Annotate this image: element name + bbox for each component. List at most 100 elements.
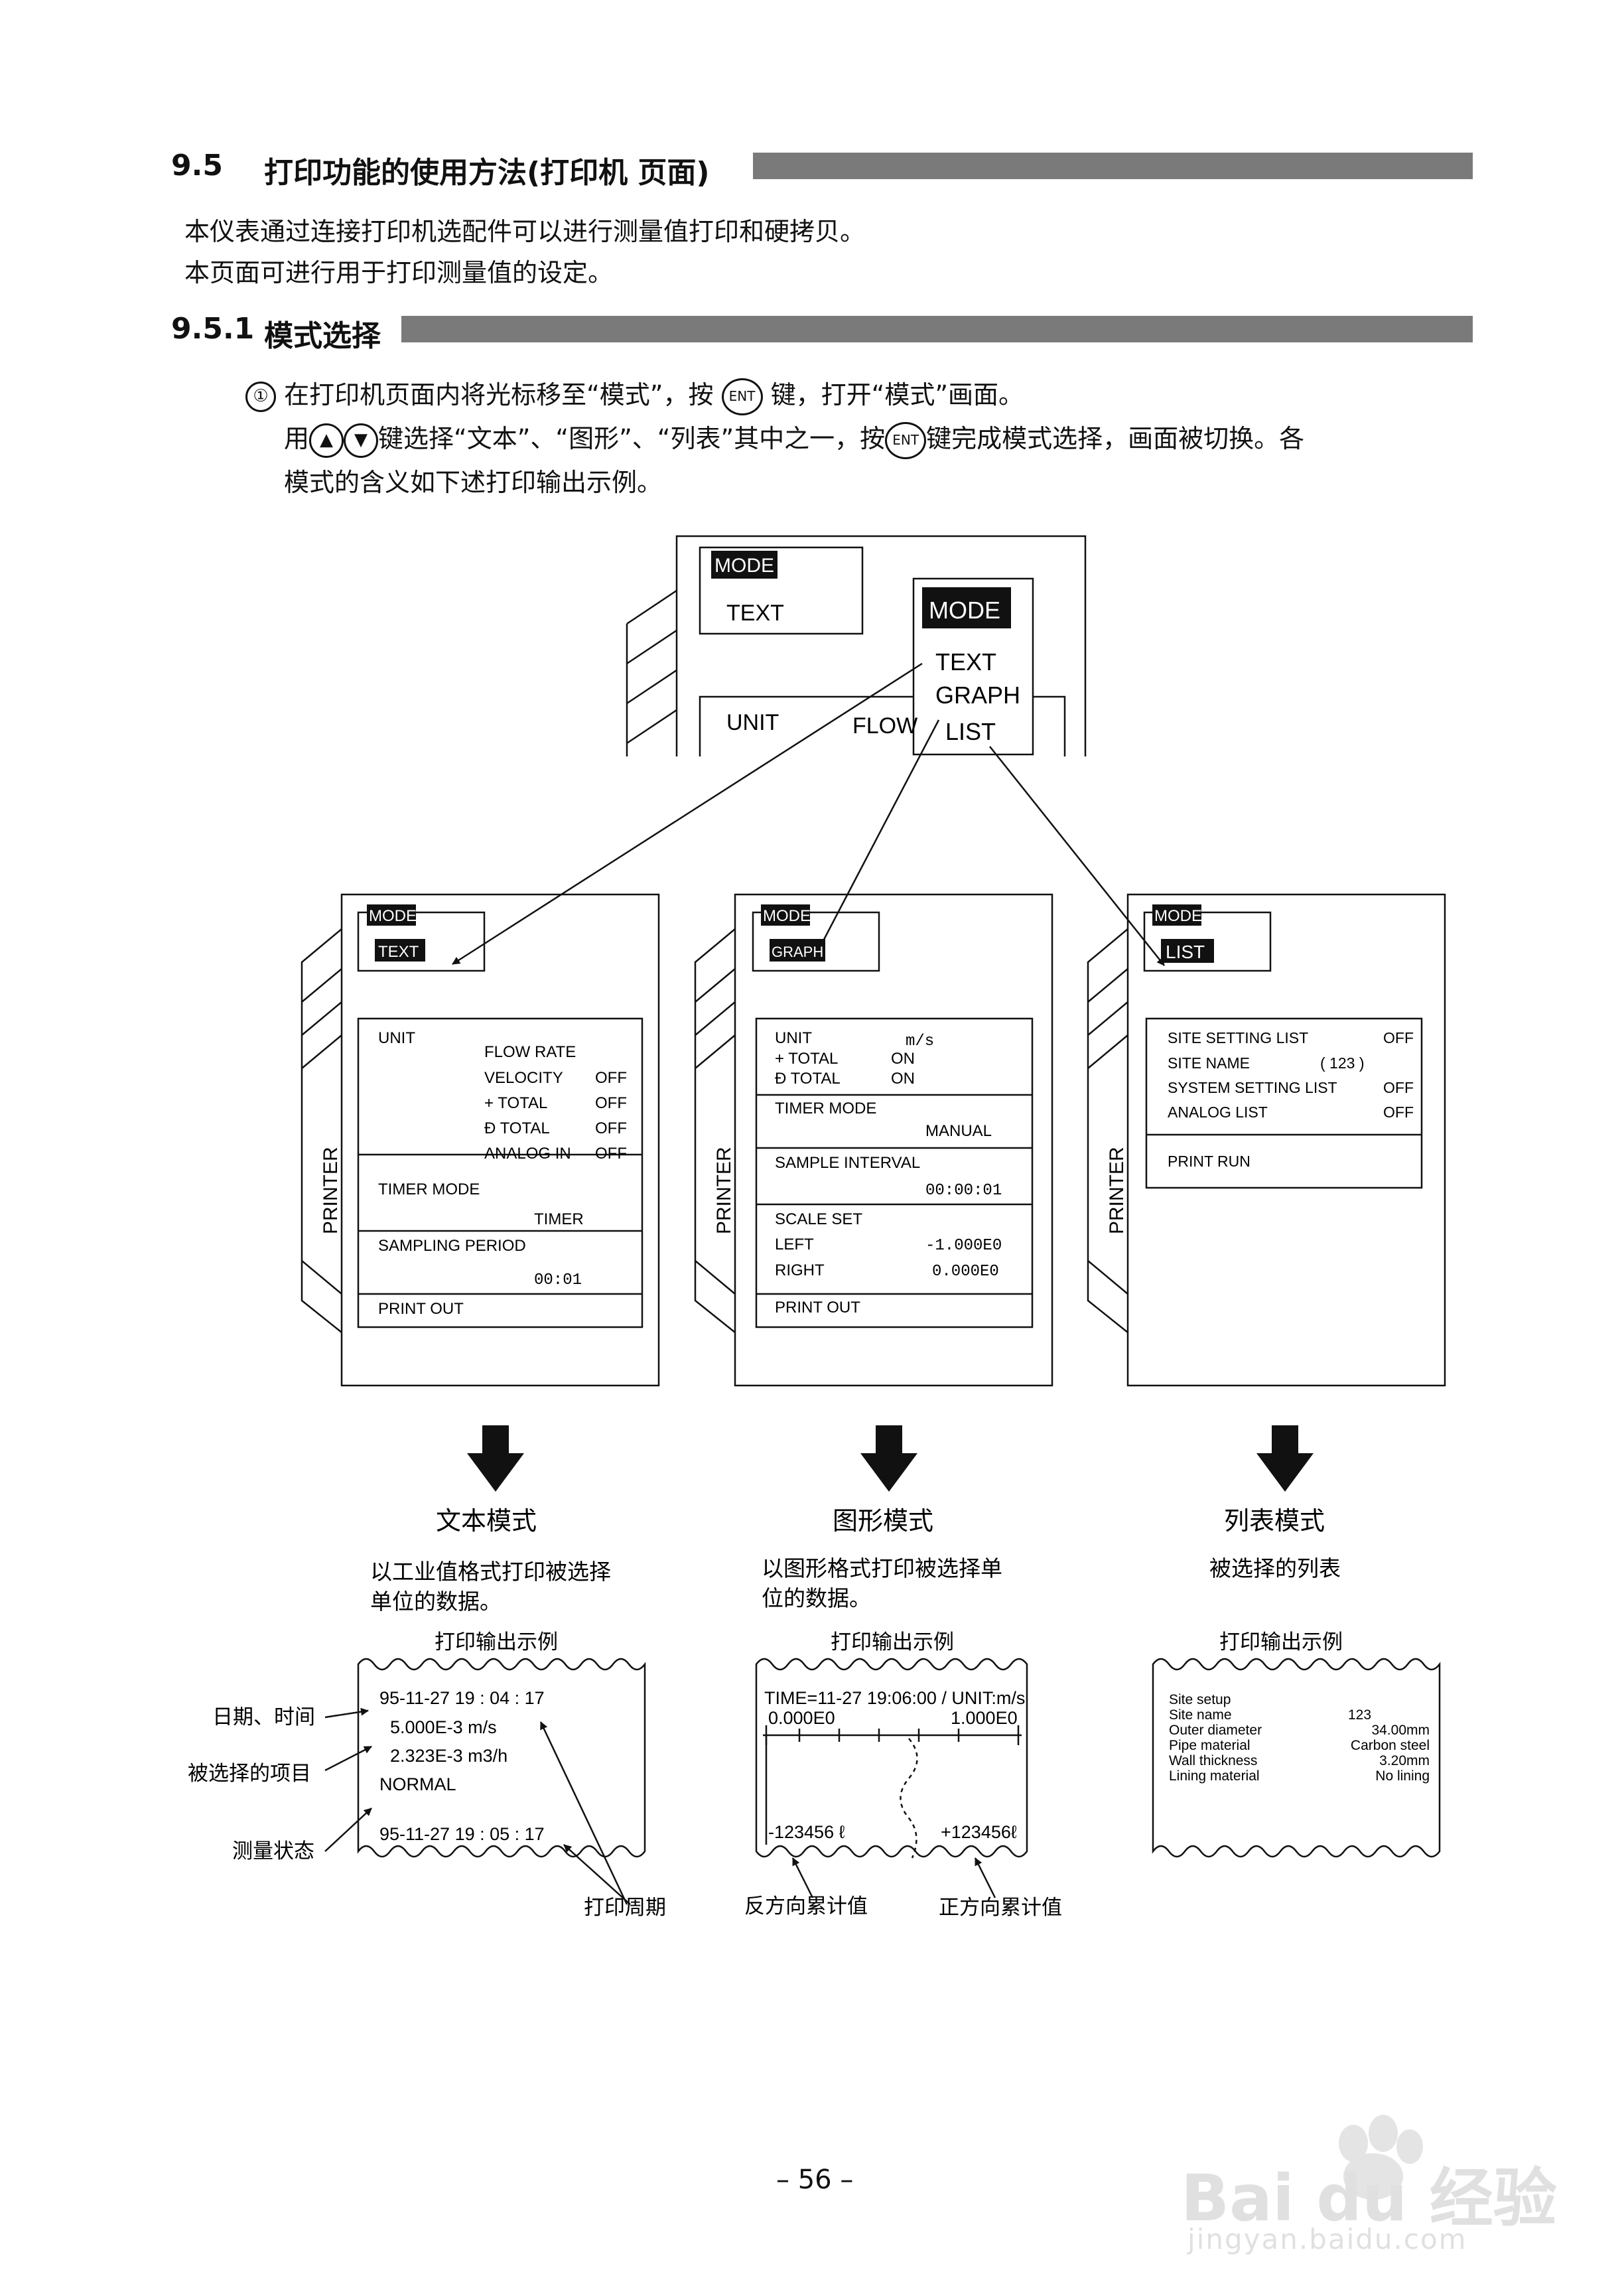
text-row-label: Ð TOTAL <box>484 1119 550 1137</box>
panel-text-mode-label: MODE <box>369 907 417 925</box>
section-title: 打印功能的使用方法(打印机 页面) <box>264 156 710 190</box>
graph-left-value: -1.000E0 <box>925 1237 1002 1255</box>
down-arrow-list <box>1256 1425 1314 1492</box>
panel-graph-tabs <box>694 928 736 1333</box>
text-sample-line: 5.000E-3 m/s <box>390 1717 497 1737</box>
step-text: 键，打开“模式”画面。 <box>770 380 1024 409</box>
graph-sample-right: 1.000E0 <box>951 1708 1018 1728</box>
watermark-brand: Bai du 经验 <box>1181 2161 1557 2236</box>
top-screen-frame <box>675 535 1087 756</box>
panel-text-settings <box>357 1017 643 1328</box>
graph-sample-positive-total: +123456ℓ <box>941 1822 1017 1842</box>
mode-text-title: 文本模式 <box>436 1506 537 1535</box>
text-sample-line: 95-11-27 19 : 04 : 17 <box>379 1688 545 1708</box>
step-text: 键选择“文本”、“图形”、“列表”其中之一，按 <box>378 424 886 453</box>
graph-sample-value: 00:00:01 <box>925 1182 1002 1200</box>
top-mode-value: TEXT <box>726 601 784 626</box>
panel-text-mode-box <box>357 911 486 972</box>
mode-text-desc: 以工业值格式打印被选择 <box>370 1559 611 1585</box>
panel-text-frame <box>340 893 660 1387</box>
text-row-label: + TOTAL <box>484 1094 547 1112</box>
top-mode-label: MODE <box>714 555 774 577</box>
list-sample-label: Outer diameter <box>1169 1723 1262 1738</box>
graph-unit-label: UNIT <box>775 1029 812 1047</box>
text-row-label: VELOCITY <box>484 1069 563 1087</box>
graph-timer-mode: TIMER MODE <box>775 1100 876 1117</box>
panel-graph-mode-label: MODE <box>763 907 811 925</box>
list-row-value: ( 123 ) <box>1320 1054 1364 1072</box>
panel-graph-mode-box <box>752 911 880 972</box>
step-line-1: ① 在打印机页面内将光标移至“模式”，按 ENT 键，打开“模式”画面。 <box>245 374 1024 415</box>
list-row-value: OFF <box>1383 1079 1414 1096</box>
text-print-out: PRINT OUT <box>378 1300 464 1318</box>
mode-graph-sample-caption: 打印输出示例 <box>831 1630 954 1654</box>
graph-total-minus-value: ON <box>891 1070 915 1088</box>
text-row-value: OFF <box>595 1119 627 1137</box>
annotation-selected-items: 被选择的项目 <box>188 1762 311 1786</box>
list-sample-value: 34.00mm <box>1371 1723 1430 1738</box>
graph-total-plus: + TOTAL <box>775 1050 838 1068</box>
page-number: – 56 – <box>776 2165 854 2195</box>
subsection-title: 模式选择 <box>264 319 381 353</box>
mode-list-sample-caption: 打印输出示例 <box>1219 1630 1343 1654</box>
panel-text-mode-value: TEXT <box>378 943 419 961</box>
arrow-to-graph <box>817 719 940 952</box>
list-sample-label: Lining material <box>1169 1768 1260 1784</box>
paw-icon <box>1339 2115 1423 2200</box>
graph-sample-negative-total: -123456 ℓ <box>768 1822 845 1842</box>
watermark: Bai du 经验 jingyan.baidu.com <box>1174 2103 1599 2256</box>
watermark-url: jingyan.baidu.com <box>1187 2223 1467 2255</box>
text-row-value: OFF <box>595 1094 627 1112</box>
popup-option-text: TEXT <box>935 648 996 676</box>
list-print-run: PRINT RUN <box>1168 1153 1251 1170</box>
graph-sample-interval: SAMPLE INTERVAL <box>775 1154 920 1172</box>
step-text: 用 <box>284 424 310 453</box>
graph-right-label: RIGHT <box>775 1261 825 1279</box>
mode-graph-desc: 位的数据。 <box>762 1585 871 1611</box>
list-row-value: OFF <box>1383 1104 1414 1121</box>
panel-list-tabs <box>1087 928 1128 1333</box>
graph-sample-left: 0.000E0 <box>768 1708 835 1728</box>
popup-option-graph: GRAPH <box>935 681 1020 709</box>
graph-print-out: PRINT OUT <box>775 1299 860 1317</box>
step-text: 在打印机页面内将光标移至“模式”，按 <box>284 380 714 409</box>
text-row-label: ANALOG IN <box>484 1145 571 1163</box>
top-mode-box <box>699 546 864 635</box>
text-sampling-value: 00:01 <box>534 1271 582 1289</box>
section-rule <box>753 153 1473 179</box>
down-arrow-graph <box>860 1425 917 1492</box>
annotation-measure-state: 测量状态 <box>232 1839 314 1863</box>
ent-key-icon: ENT <box>885 421 927 459</box>
annotation-negative-total: 反方向累计值 <box>744 1894 868 1918</box>
panel-text-side-label: PRINTER <box>320 1147 342 1234</box>
popup-title: MODE <box>929 597 1000 624</box>
panel-list-frame <box>1126 893 1446 1387</box>
list-sample-value: 123 <box>1348 1707 1371 1723</box>
graph-timer-value: MANUAL <box>925 1122 992 1140</box>
mode-list-desc: 被选择的列表 <box>1209 1555 1341 1581</box>
graph-total-plus-value: ON <box>891 1050 915 1068</box>
down-arrow-text <box>467 1425 524 1492</box>
text-row-value: OFF <box>595 1145 627 1163</box>
graph-total-minus: Ð TOTAL <box>775 1070 841 1088</box>
top-flow-label: FLOW <box>852 713 917 739</box>
text-flow-rate: FLOW RATE <box>484 1043 576 1061</box>
top-screen-tabs <box>626 589 677 756</box>
list-row-label: ANALOG LIST <box>1168 1104 1268 1121</box>
text-sampling-period: SAMPLING PERIOD <box>378 1237 526 1255</box>
list-printout-paper <box>1152 1658 1441 1858</box>
step-line-3: 模式的含义如下述打印输出示例。 <box>284 468 663 497</box>
mode-graph-desc: 以图形格式打印被选择单 <box>762 1555 1002 1581</box>
subsection-number: 9.5.1 <box>171 312 255 346</box>
list-row-value: OFF <box>1383 1029 1414 1046</box>
step-marker: ① <box>245 381 276 412</box>
graph-trace <box>900 1738 918 1859</box>
step-text: 键完成模式选择，画面被切换。各 <box>926 424 1305 453</box>
mode-text-sample-caption: 打印输出示例 <box>435 1630 558 1654</box>
panel-graph-frame <box>734 893 1053 1387</box>
graph-unit-value: m/s <box>906 1033 934 1050</box>
subsection-rule <box>401 316 1473 342</box>
panel-list-settings <box>1145 1017 1423 1189</box>
